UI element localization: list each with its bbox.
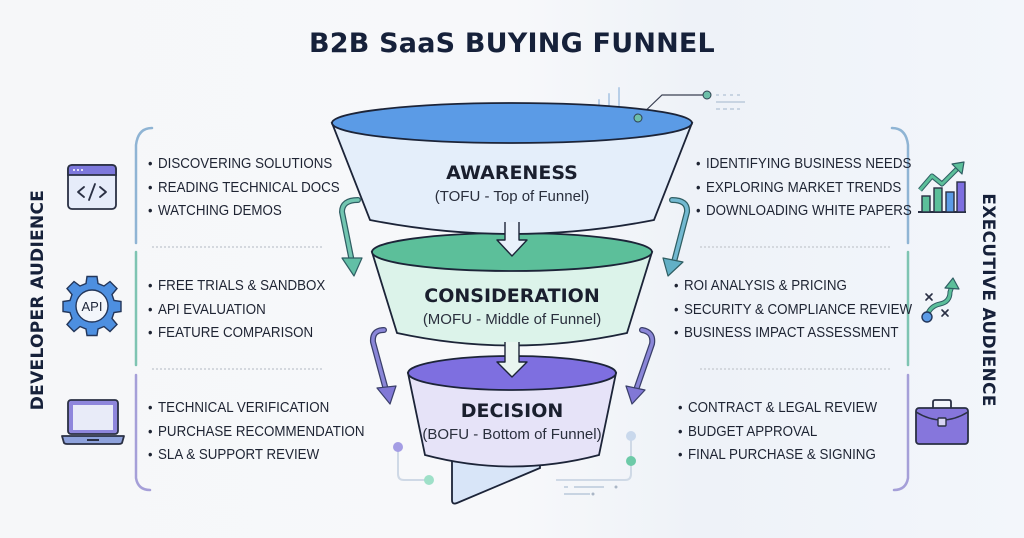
developer-decision-list: TECHNICAL VERIFICATION PURCHASE RECOMMEN…: [148, 396, 365, 467]
laptop-icon: [61, 399, 125, 445]
list-item: WATCHING DEMOS: [148, 199, 340, 223]
list-item: CONTRACT & LEGAL REVIEW: [678, 396, 877, 420]
api-icon-text: API: [82, 299, 103, 314]
developer-awareness-list: DISCOVERING SOLUTIONS READING TECHNICAL …: [148, 152, 340, 223]
list-item: FREE TRIALS & SANDBOX: [148, 274, 325, 298]
list-item: SLA & SUPPORT REVIEW: [148, 443, 365, 467]
stage-subtitle-decision: (BOFU - Bottom of Funnel): [422, 426, 602, 443]
stage-subtitle-awareness: (TOFU - Top of Funnel): [434, 188, 590, 205]
stage-title-awareness: AWARENESS: [446, 162, 578, 184]
stage-title-decision: DECISION: [460, 400, 564, 422]
list-item: PURCHASE RECOMMENDATION: [148, 420, 365, 444]
funnel-stage-awareness[interactable]: [330, 102, 694, 235]
side-arrow-left-purple: [369, 327, 397, 405]
strategy-path-icon: [921, 277, 960, 323]
divider-right-1: [700, 246, 890, 248]
divider-left-2: [152, 368, 322, 370]
decorative-connector-bottom-left: [393, 442, 434, 485]
code-window-icon: [67, 164, 117, 210]
list-item: BUSINESS IMPACT ASSESSMENT: [674, 321, 912, 345]
list-item: API EVALUATION: [148, 298, 325, 322]
executive-decision-list: CONTRACT & LEGAL REVIEW BUDGET APPROVAL …: [678, 396, 877, 467]
side-arrow-right-purple: [625, 327, 656, 405]
list-item: READING TECHNICAL DOCS: [148, 176, 340, 200]
developer-bracket-awareness: [134, 126, 154, 245]
list-item: DOWNLOADING WHITE PAPERS: [696, 199, 912, 223]
divider-left-1: [152, 246, 322, 248]
growth-chart-icon: [918, 161, 966, 213]
executive-awareness-list: IDENTIFYING BUSINESS NEEDS EXPLORING MAR…: [696, 152, 912, 223]
list-item: DISCOVERING SOLUTIONS: [148, 152, 340, 176]
list-item: FEATURE COMPARISON: [148, 321, 325, 345]
executive-consideration-list: ROI ANALYSIS & PRICING SECURITY & COMPLI…: [674, 274, 912, 345]
developer-consideration-list: FREE TRIALS & SANDBOX API EVALUATION FEA…: [148, 274, 325, 345]
developer-audience-label: DEVELOPER AUDIENCE: [28, 189, 48, 411]
diagram-title: B2B SaaS BUYING FUNNEL: [309, 28, 715, 59]
list-item: TECHNICAL VERIFICATION: [148, 396, 365, 420]
side-arrow-left-teal: [338, 197, 363, 277]
executive-bracket-decision: [892, 373, 910, 492]
divider-right-2: [700, 368, 890, 370]
api-gear-icon: API: [62, 275, 122, 337]
list-item: EXPLORING MARKET TRENDS: [696, 176, 912, 200]
executive-audience-label: EXECUTIVE AUDIENCE: [978, 193, 998, 407]
funnel-stage-decision[interactable]: [406, 355, 618, 505]
developer-bracket-decision: [134, 373, 152, 492]
decorative-connector-bottom-right: [556, 431, 636, 496]
flow-arrow-consideration-to-decision: [496, 342, 528, 378]
side-arrow-right-teal: [662, 197, 691, 277]
list-item: ROI ANALYSIS & PRICING: [674, 274, 912, 298]
list-item: FINAL PURCHASE & SIGNING: [678, 443, 877, 467]
briefcase-icon: [915, 399, 969, 445]
funnel-spout: [451, 459, 541, 505]
list-item: SECURITY & COMPLIANCE REVIEW: [674, 298, 912, 322]
flow-arrow-awareness-to-consideration: [496, 222, 528, 257]
list-item: BUDGET APPROVAL: [678, 420, 877, 444]
executive-bracket-awareness: [890, 126, 910, 245]
stage-title-consideration: CONSIDERATION: [424, 285, 600, 307]
stage-subtitle-consideration: (MOFU - Middle of Funnel): [422, 311, 602, 328]
list-item: IDENTIFYING BUSINESS NEEDS: [696, 152, 912, 176]
